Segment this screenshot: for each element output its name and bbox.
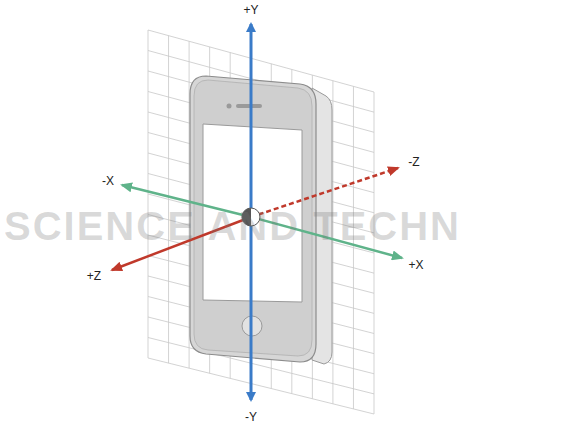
axis-label: +X: [407, 258, 424, 272]
axis-label: -Y: [244, 410, 258, 424]
axis-label: -X: [101, 174, 115, 188]
axis-label: +Z: [86, 269, 102, 283]
axis-label: +Y: [242, 3, 259, 17]
axis-label: -Z: [407, 155, 420, 169]
speaker: [236, 104, 262, 108]
camera: [227, 104, 232, 109]
y-axis-positive: [250, 24, 253, 217]
watermark: SCIENCE AND TECHN: [4, 204, 461, 249]
grid-line: [148, 358, 374, 414]
